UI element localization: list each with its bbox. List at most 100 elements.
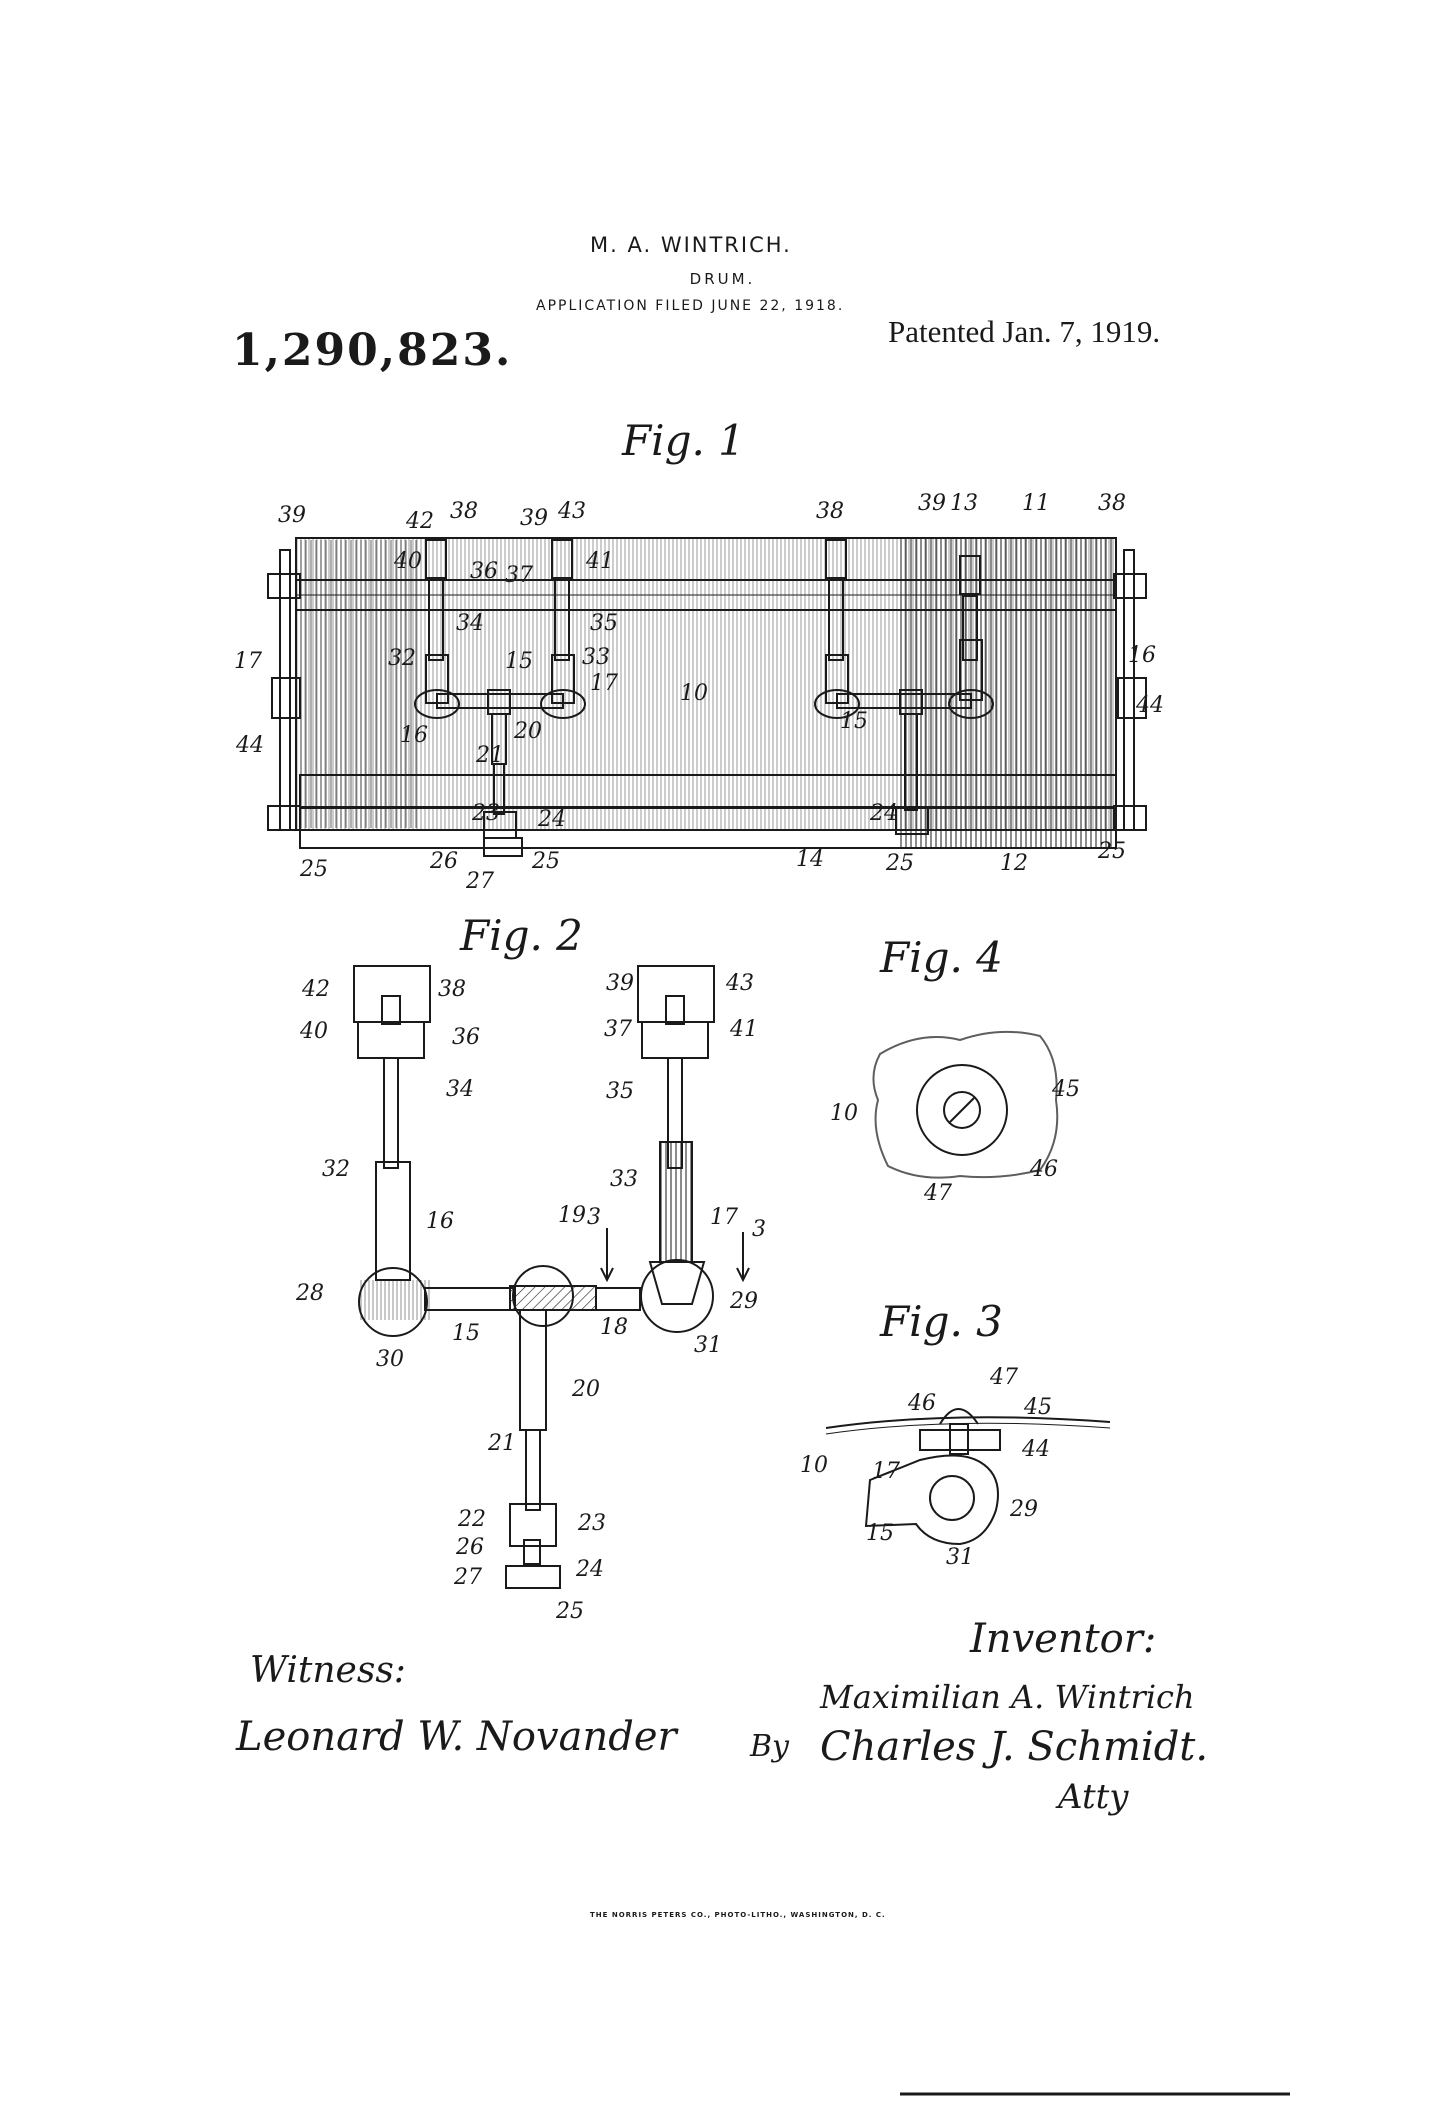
ref-numeral: 27 — [465, 869, 494, 894]
ref-numeral: 17 — [234, 649, 262, 674]
inventor-signature: Maximilian A. Wintrich — [819, 1678, 1195, 1716]
ref-numeral: 38 — [816, 499, 844, 524]
ref-numeral: 32 — [322, 1157, 350, 1182]
ref-numeral: 10 — [680, 681, 708, 706]
ref-numeral: 13 — [950, 491, 978, 516]
ref-numeral: 21 — [475, 743, 504, 768]
figure-4: Fig. 4 10 45 46 47 — [830, 933, 1080, 1206]
ref-numeral: 24 — [575, 1557, 604, 1582]
ref-numeral: 45 — [1051, 1077, 1080, 1102]
ref-numeral: 39 — [520, 506, 548, 531]
ref-numeral: 15 — [505, 649, 533, 674]
ref-numeral: 3 — [587, 1205, 601, 1230]
ref-numeral: 42 — [301, 977, 330, 1002]
ref-numeral: 43 — [557, 499, 586, 524]
ref-numeral: 41 — [729, 1017, 758, 1042]
ref-numeral: 32 — [388, 646, 416, 671]
ref-numeral: 46 — [1029, 1157, 1058, 1182]
ref-numeral: 16 — [1128, 643, 1156, 668]
atty-label: Atty — [1055, 1777, 1129, 1817]
figure-3: Fig. 3 46 47 45 44 10 17 15 29 31 — [800, 1297, 1111, 1570]
witness-signature: Leonard W. Novander — [235, 1714, 679, 1760]
ref-numeral: 25 — [1097, 839, 1126, 864]
ref-numeral: 47 — [989, 1365, 1018, 1390]
ref-numeral: 31 — [694, 1333, 722, 1358]
ref-numeral: 15 — [840, 709, 868, 734]
ref-numeral: 21 — [487, 1431, 516, 1456]
patented-date: Patented Jan. 7, 1919. — [888, 314, 1161, 349]
ref-numeral: 22 — [457, 1507, 486, 1532]
ref-numeral: 23 — [577, 1511, 606, 1536]
fig4-label: Fig. 4 — [879, 933, 1003, 982]
ref-numeral: 10 — [800, 1453, 828, 1478]
ref-numeral: 39 — [918, 491, 946, 516]
ref-numeral: 44 — [1021, 1437, 1050, 1462]
patent-number: 1,290,823. — [232, 325, 513, 376]
ref-numeral: 17 — [872, 1459, 900, 1484]
ref-numeral: 20 — [513, 719, 542, 744]
ref-numeral: 37 — [604, 1017, 632, 1042]
ref-numeral: 25 — [555, 1599, 584, 1624]
ref-numeral: 18 — [600, 1315, 628, 1340]
ref-numeral: 44 — [1135, 693, 1164, 718]
ref-numeral: 46 — [907, 1391, 936, 1416]
ref-numeral: 29 — [1009, 1497, 1038, 1522]
ref-numeral: 36 — [452, 1025, 480, 1050]
application-filed-date: APPLICATION FILED JUNE 22, 1918. — [536, 298, 845, 314]
inventor-name-header: M. A. WINTRICH. — [590, 233, 792, 257]
fig3-label: Fig. 3 — [879, 1297, 1003, 1346]
ref-numeral: 12 — [1000, 851, 1028, 876]
ref-numeral: 41 — [585, 549, 614, 574]
ref-numeral: 26 — [455, 1535, 484, 1560]
ref-numeral: 25 — [531, 849, 560, 874]
ref-numeral: 10 — [830, 1101, 858, 1126]
fig1-label: Fig. 1 — [621, 416, 745, 465]
ref-numeral: 3 — [752, 1217, 766, 1242]
printer-credit: THE NORRIS PETERS CO., PHOTO-LITHO., WAS… — [590, 1911, 886, 1919]
ref-numeral: 19 — [558, 1203, 586, 1228]
ref-numeral: 15 — [452, 1321, 480, 1346]
ref-numeral: 39 — [278, 503, 306, 528]
ref-numeral: 40 — [393, 549, 422, 574]
by-label: By — [749, 1729, 790, 1764]
witness-label: Witness: — [250, 1650, 406, 1691]
ref-numeral: 17 — [710, 1205, 738, 1230]
ref-numeral: 25 — [299, 857, 328, 882]
ref-numeral: 31 — [946, 1545, 974, 1570]
ref-numeral: 30 — [376, 1347, 404, 1372]
ref-numeral: 35 — [590, 611, 618, 636]
ref-numeral: 40 — [299, 1019, 328, 1044]
patent-title: DRUM. — [689, 270, 756, 288]
inventor-label: Inventor: — [969, 1616, 1156, 1662]
attorney-signature: Charles J. Schmidt. — [820, 1724, 1208, 1770]
ref-numeral: 28 — [295, 1281, 324, 1306]
ref-numeral: 25 — [885, 851, 914, 876]
ref-numeral: 16 — [426, 1209, 454, 1234]
ref-numeral: 33 — [582, 645, 610, 670]
ref-numeral: 24 — [869, 801, 898, 826]
ref-numeral: 37 — [505, 563, 533, 588]
ref-numeral: 17 — [590, 671, 618, 696]
ref-numeral: 24 — [537, 807, 566, 832]
ref-numeral: 16 — [400, 723, 428, 748]
ref-numeral: 44 — [235, 733, 264, 758]
ref-numeral: 23 — [471, 801, 500, 826]
ref-numeral: 45 — [1023, 1395, 1052, 1420]
ref-numeral: 14 — [796, 847, 824, 872]
signature-block: Witness: Leonard W. Novander Inventor: M… — [235, 1616, 1208, 1817]
fig2-label: Fig. 2 — [459, 911, 583, 960]
ref-numeral: 43 — [725, 971, 754, 996]
ref-numeral: 33 — [610, 1167, 638, 1192]
ref-numeral: 11 — [1022, 491, 1050, 516]
ref-numeral: 20 — [571, 1377, 600, 1402]
figure-2: Fig. 2 42 — [295, 911, 766, 1624]
ref-numeral: 36 — [470, 559, 498, 584]
ref-numeral: 38 — [450, 499, 478, 524]
ref-numeral: 42 — [405, 509, 434, 534]
figure-1: Fig. 1 — [234, 416, 1164, 894]
ref-numeral: 38 — [438, 977, 466, 1002]
ref-numeral: 27 — [453, 1565, 482, 1590]
ref-numeral: 47 — [923, 1181, 952, 1206]
ref-numeral: 35 — [606, 1079, 634, 1104]
